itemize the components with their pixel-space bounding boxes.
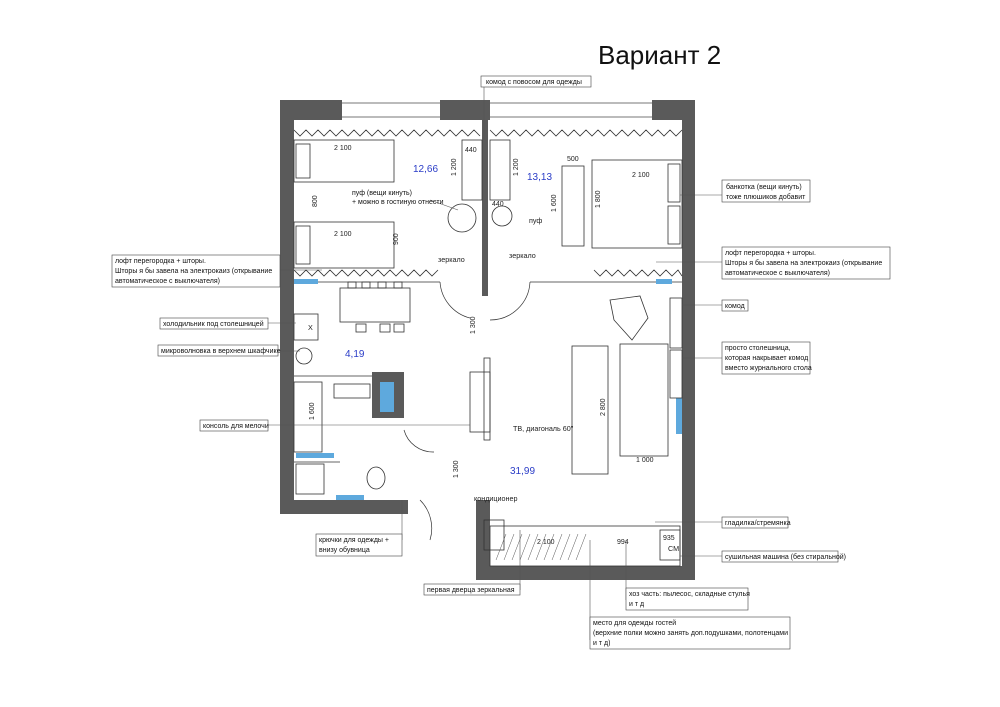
note-microwave: микроволновка в верхнем шкафчике <box>161 348 281 355</box>
dim-wardrobe1-h: 1 200 <box>451 158 458 176</box>
note-guest-2: (верхние полки можно занять доп.подушкам… <box>593 630 788 637</box>
note-pouf-2: + можно в гостиную отнести <box>352 199 444 206</box>
note-loft-left-2: Шторы я бы завела на электрокаиз (открыв… <box>115 267 272 275</box>
closet-hatch <box>495 533 587 561</box>
note-bench-1: банкотка (вещи кинуть) <box>726 183 802 191</box>
dim-closet: 2 100 <box>537 539 555 546</box>
note-guest-3: и т д) <box>593 640 610 647</box>
blue-elements <box>294 279 682 500</box>
note-ironing: гладилка/стремянка <box>725 520 791 527</box>
note-tabletop-2: которая накрывает комод <box>725 355 808 362</box>
note-fridge: холодильник под столешницей <box>163 320 264 328</box>
label-tv: ТВ, диагональ 60" <box>513 424 574 433</box>
dim-wardrobe1-w: 440 <box>465 147 477 154</box>
note-loft-right-2: Шторы я бы завела на электрокаиз (открыв… <box>725 259 882 267</box>
note-hooks-2: внизу обувница <box>319 546 370 554</box>
note-mirror-door: первая дверца зеркальная <box>427 587 515 594</box>
note-guest-1: место для одежды гостей <box>593 619 676 627</box>
furniture <box>293 139 683 567</box>
note-loft-right-1: лофт перегородка + шторы. <box>725 250 816 257</box>
leader-lines <box>268 84 722 640</box>
note-hooks-1: крючки для одежды + <box>319 537 389 544</box>
dim-dbl-bed-side: 1 800 <box>595 190 602 208</box>
dim-cm: 935 <box>663 535 675 542</box>
dim-shelf: 994 <box>617 539 629 546</box>
label-ac: кондиционер <box>474 494 518 503</box>
dim-hall: 1 300 <box>453 460 460 478</box>
label-mirror-right: зеркало <box>509 251 536 260</box>
area-kitchen: 4,19 <box>345 349 365 360</box>
dim-sofa-h: 1 000 <box>636 457 654 464</box>
dim-bed2-side: 900 <box>393 233 400 245</box>
armchair <box>609 295 649 341</box>
dim-sofa-v: 2 800 <box>600 398 607 416</box>
label-x: X <box>308 323 313 332</box>
plan-title: Вариант 2 <box>598 40 722 70</box>
label-mirror-left: зеркало <box>438 255 465 264</box>
note-bench-2: тоже плюшиков добавит <box>726 193 806 201</box>
dim-dbl-bed-top: 2 100 <box>632 172 650 179</box>
note-boxes <box>111 75 891 650</box>
dim-bench-h: 1 600 <box>551 194 558 212</box>
note-loft-left-1: лофт перегородка + шторы. <box>115 258 206 265</box>
note-tabletop-1: просто столешница, <box>725 345 791 352</box>
note-storage-1: хоз часть: пылесос, складные стулья <box>629 591 750 598</box>
dim-bench-w: 500 <box>567 156 579 163</box>
note-dresser-right: комод <box>725 303 745 310</box>
windows <box>342 102 652 118</box>
dim-wardrobe2-w: 440 <box>492 201 504 208</box>
note-dresser-top: комод с повосом для одежды <box>486 79 582 86</box>
note-dryer: сушильная машина (без стиральной) <box>725 553 846 561</box>
note-tabletop-3: вместо журнального стола <box>725 365 812 372</box>
dim-entry: 1 300 <box>470 316 477 334</box>
dim-bed1-side: 800 <box>312 195 319 207</box>
area-bedroom-2: 13,13 <box>527 172 552 183</box>
door-arcs <box>403 281 531 541</box>
note-console: консоль для мелочи <box>203 423 269 430</box>
note-pouf-1: пуф (вещи кинуть) <box>352 190 412 197</box>
area-living: 31,99 <box>510 466 535 477</box>
dim-bed2-top: 2 100 <box>334 231 352 238</box>
dim-bed1-top: 2 100 <box>334 145 352 152</box>
note-loft-left-3: автоматическое с выключателя) <box>115 278 220 285</box>
note-storage-2: и т д <box>629 601 644 608</box>
dim-bath: 1 600 <box>309 402 316 420</box>
label-cm: СМ <box>668 544 679 553</box>
dim-wardrobe2-h: 1 200 <box>513 158 520 176</box>
note-loft-right-3: автоматическое с выключателя) <box>725 270 830 277</box>
label-pouf: пуф <box>529 216 542 225</box>
area-bedroom-1: 12,66 <box>413 164 438 175</box>
